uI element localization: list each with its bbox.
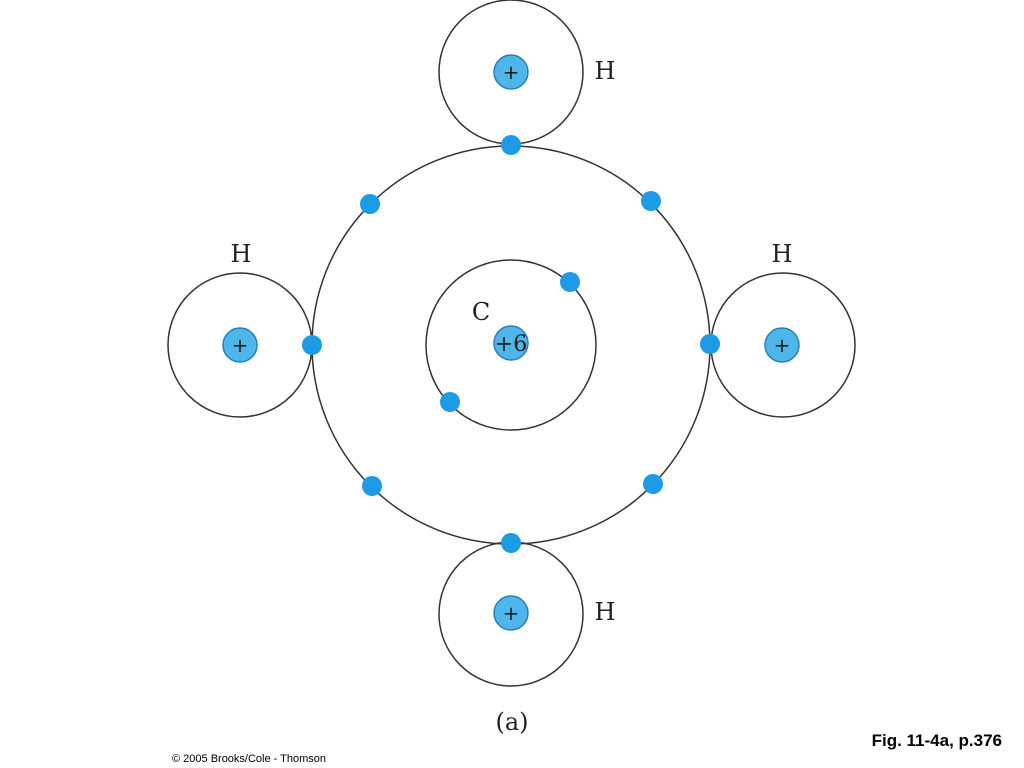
carbon-inner-shell — [425, 259, 597, 431]
hydrogen-right-nucleus-charge: + — [774, 333, 791, 357]
copyright-notice: © 2005 Brooks/Cole - Thomson — [172, 753, 327, 765]
electron-outer-left — [302, 335, 322, 355]
electron-outer-upper-left — [360, 194, 380, 214]
carbon-nucleus-circle — [493, 325, 529, 361]
hydrogen-right-nucleus: + — [764, 327, 800, 363]
electron-outer-bottom — [501, 533, 521, 553]
hydrogen-top-nucleus: + — [493, 54, 529, 90]
carbon-nucleus: +6 — [493, 325, 529, 361]
electron-outer-right — [700, 334, 720, 354]
hydrogen-left-nucleus-circle — [222, 327, 258, 363]
hydrogen-left-nucleus: + — [222, 327, 258, 363]
electron-outer-upper-right — [641, 191, 661, 211]
hydrogen-right-nucleus-circle — [764, 327, 800, 363]
figure-reference: Fig. 11-4a, p.376 — [871, 731, 1002, 750]
panel-label: (a) — [495, 708, 528, 736]
hydrogen-bottom-nucleus-charge: + — [503, 601, 520, 625]
carbon-nucleus-charge: +6 — [495, 332, 527, 357]
hydrogen-bottom-nucleus: + — [493, 595, 529, 631]
electron-outer-lower-right — [643, 474, 663, 494]
hydrogen-right-label: H — [772, 240, 793, 268]
hydrogen-left-nucleus-charge: + — [232, 333, 249, 357]
carbon-symbol-label: C — [472, 298, 490, 326]
hydrogen-bottom-label: H — [595, 598, 616, 626]
electron-outer-top — [501, 135, 521, 155]
hydrogen-left-label: H — [231, 240, 252, 268]
hydrogen-top-label: H — [595, 57, 616, 85]
hydrogen-top-nucleus-charge: + — [503, 60, 520, 84]
electron-inner-1 — [560, 272, 580, 292]
electron-outer-lower-left — [362, 476, 382, 496]
hydrogen-top-nucleus-circle — [493, 54, 529, 90]
hydrogen-bottom-nucleus-circle — [493, 595, 529, 631]
electron-inner-2 — [440, 392, 460, 412]
